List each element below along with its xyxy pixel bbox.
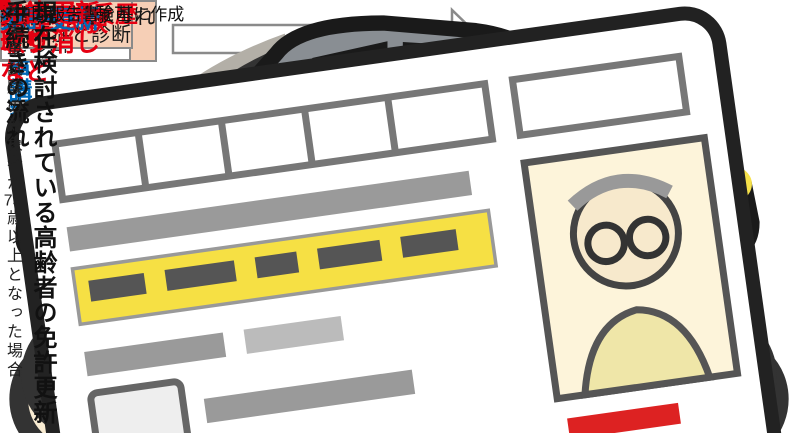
page-title: 現在検討されている高齢者の免許更新手続きの流れ — [1, 0, 56, 425]
driving-test-note: 繰り返し受験可 — [0, 5, 134, 26]
pass-label: 合格 — [0, 6, 46, 32]
outcome-revocation-label: 免許 取り消し など — [0, 0, 101, 86]
driving-test-box — [0, 0, 10, 10]
accident-record-label: 事故・違反歴 あり — [0, 1, 138, 55]
driving-test-title: 実車試験 — [0, 7, 108, 37]
diagnosed-dementia-box: 認知症と診断 — [0, 0, 133, 49]
target-note: ※実車試験の対象者が75歳以上となった場合 — [3, 0, 22, 380]
outcome-no-renewal-label: 免許更新 せず — [0, 0, 101, 57]
insufficient-skill-label: 技能不十分 — [0, 6, 100, 28]
source-note: ※中間報告書を基に作成 — [0, 5, 185, 24]
outcome-renewal-label: 免許更新 — [0, 6, 101, 34]
